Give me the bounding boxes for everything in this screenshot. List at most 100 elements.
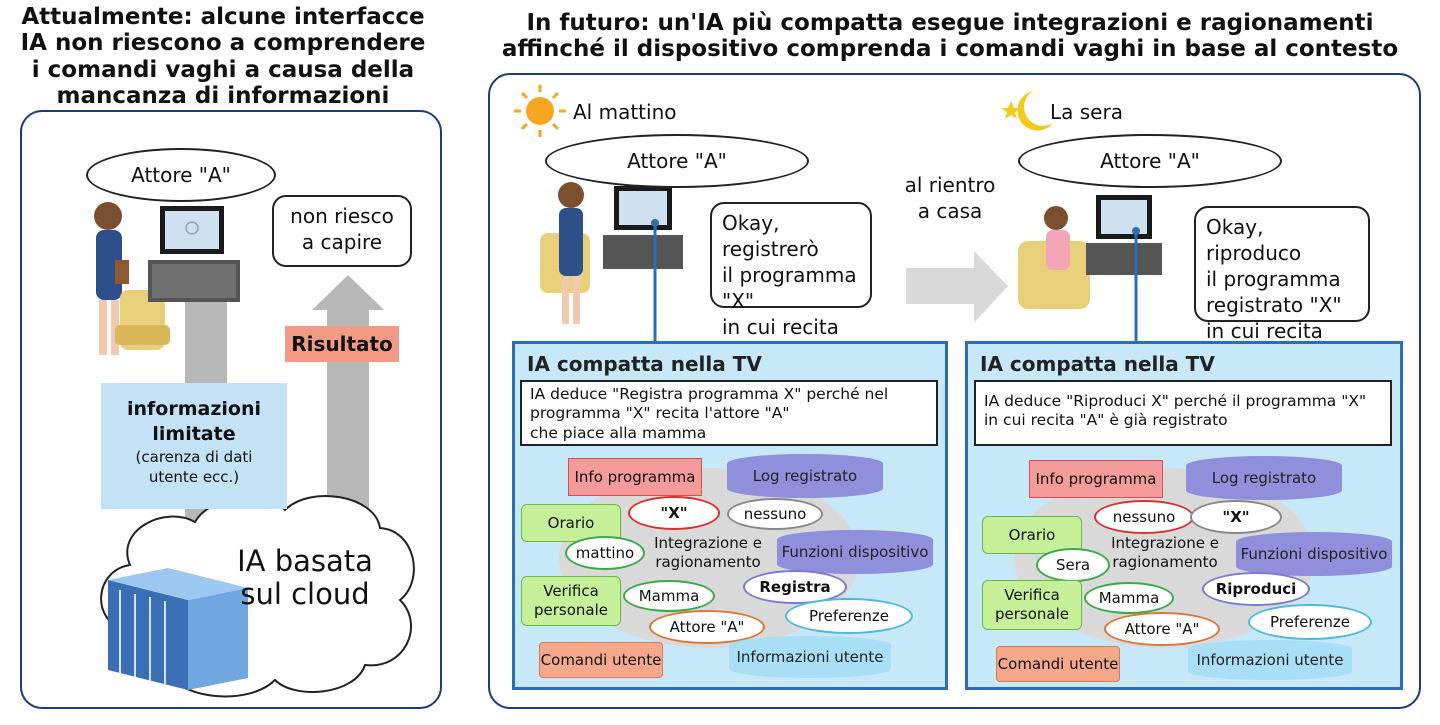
cloud-line: IA basata — [237, 544, 373, 578]
server-icon — [108, 568, 248, 690]
left-title-line: Attualmente: alcune interfacce — [21, 4, 425, 30]
morning-speech-bubble: Attore "A" — [545, 134, 809, 188]
up-arrow-head — [312, 275, 384, 310]
speech-text: Attore "A" — [1100, 149, 1200, 173]
evening-connector-dot — [1132, 227, 1140, 235]
morning-connector-dot — [651, 219, 659, 227]
left-speech-bubble: Attore "A" — [86, 148, 276, 202]
x-value-oval: "X" — [628, 496, 720, 530]
verifica-line: personale — [533, 601, 608, 619]
action-oval: Riproduci — [1202, 572, 1310, 606]
orario-value-oval: Sera — [1036, 548, 1110, 582]
preferenze-oval: Preferenze — [1248, 604, 1372, 640]
morning-tv-icon — [603, 186, 683, 269]
morning-inference: IA deduce "Registra programma X" perché … — [520, 380, 938, 446]
morning-ai-box: IA compatta nella TV IA deduce "Registra… — [512, 341, 948, 690]
evening-ai-box: IA compatta nella TV IA deduce "Riproduc… — [965, 341, 1403, 690]
info-title-line: limitate — [152, 422, 236, 445]
reply-line: a capire — [301, 230, 383, 254]
transition-line: a casa — [917, 199, 983, 223]
info-box: informazioni limitate (carenza di dati u… — [101, 383, 287, 509]
evening-woman-icon — [1018, 206, 1090, 309]
left-title: Attualmente: alcune interfacce IA non ri… — [8, 4, 438, 110]
left-title-line: i comandi vaghi a causa della — [31, 56, 415, 83]
speech-text: Attore "A" — [627, 149, 727, 173]
verifica-box: Verifica personale — [521, 576, 621, 626]
preferenze-oval: Preferenze — [785, 598, 913, 634]
integration-line: ragionamento — [655, 552, 761, 571]
morning-woman-icon — [540, 182, 590, 324]
evening-reply-bubble: Okay, riproduco il programma registrato … — [1194, 206, 1370, 369]
left-reply-bubble: non riesco a capire — [272, 195, 412, 267]
comandi-utente-box: Comandi utente — [996, 646, 1120, 682]
orario-value-oval: mattino — [565, 536, 645, 570]
right-illustrations — [514, 85, 1162, 345]
reply-line: il programma — [1206, 267, 1341, 291]
funzioni-cylinder: Funzioni dispositivo — [1236, 532, 1392, 576]
info-programma-box: Info programma — [1029, 460, 1163, 498]
verifica-line: personale — [994, 605, 1069, 623]
transition-line: al rientro — [904, 173, 996, 197]
cloud-line: sul cloud — [240, 577, 370, 612]
info-programma-box: Info programma — [568, 458, 702, 496]
informazioni-utente-cylinder: Informazioni utente — [729, 636, 891, 678]
evening-inference: IA deduce "Riproduci X" perché il progra… — [974, 380, 1392, 446]
informazioni-utente-cylinder: Informazioni utente — [1188, 640, 1352, 680]
info-title-line: informazioni — [126, 398, 261, 420]
funzioni-cylinder: Funzioni dispositivo — [777, 530, 933, 574]
log-registrato-cylinder: Log registrato — [1186, 456, 1342, 500]
armchair-icon — [115, 290, 170, 350]
log-value-oval: nessuno — [727, 498, 823, 530]
morning-box-title: IA compatta nella TV — [527, 352, 762, 376]
left-title-line: IA non riescono a comprendere — [20, 30, 426, 57]
verifica-value-oval: Mamma — [1084, 582, 1174, 614]
integration-line: ragionamento — [1112, 552, 1218, 571]
integration-line: Integrazione e — [654, 534, 762, 552]
woman-icon — [94, 202, 129, 355]
integration-label: Integrazione e ragionamento — [1100, 534, 1230, 572]
inference-line: programma "X" recita l'attore "A" — [530, 404, 790, 423]
verifica-value-oval: Mamma — [623, 580, 715, 612]
result-text: Risultato — [291, 332, 393, 356]
integration-line: Integrazione e — [1111, 534, 1219, 552]
inference-line: IA deduce "Registra programma X" perché … — [530, 385, 889, 403]
verifica-box: Verifica personale — [982, 580, 1082, 630]
reply-line: non riesco — [290, 204, 394, 228]
tv-icon — [148, 206, 240, 302]
info-value-oval: nessuno — [1094, 500, 1194, 534]
left-title-line: mancanza di informazioni — [56, 83, 390, 110]
speech-text: Attore "A" — [131, 163, 231, 187]
morning-reply-bubble: Okay, registrerò il programma "X" in cui… — [710, 202, 872, 365]
evening-label: La sera — [1050, 100, 1123, 124]
reply-line: registrato "X" — [1206, 293, 1342, 317]
transition-arrow — [906, 251, 1008, 323]
transition-label: al rientro a casa — [895, 172, 1005, 224]
reply-line: Okay, registrerò — [722, 211, 819, 261]
evening-box-title: IA compatta nella TV — [980, 352, 1215, 376]
verifica-line: Verifica — [1004, 586, 1060, 605]
verifica-line: Verifica — [543, 582, 599, 601]
right-title: In futuro: un'IA più compatta esegue int… — [470, 10, 1430, 63]
action-oval: Registra — [743, 570, 847, 604]
inference-line: che piace alla mamma — [530, 423, 707, 442]
sun-icon — [514, 85, 566, 137]
morning-label: Al mattino — [573, 100, 677, 124]
evening-tv-icon — [1086, 195, 1162, 275]
moon-icon — [1001, 91, 1053, 131]
result-label: Risultato — [285, 326, 399, 362]
cloud-label: IA basata sul cloud — [230, 544, 380, 612]
reply-line: Okay, riproduco — [1206, 215, 1302, 265]
log-registrato-cylinder: Log registrato — [727, 454, 883, 498]
integration-label: Integrazione e ragionamento — [643, 534, 773, 572]
log-value-oval: "X" — [1190, 500, 1282, 534]
comandi-value-oval: Attore "A" — [649, 610, 765, 644]
comandi-utente-box: Comandi utente — [539, 642, 663, 678]
comandi-value-oval: Attore "A" — [1104, 612, 1220, 646]
info-sub-line: (carenza di dati — [135, 448, 253, 467]
evening-speech-bubble: Attore "A" — [1018, 134, 1282, 188]
inference-line: in cui recita "A" è già registrato — [984, 411, 1228, 430]
right-title-line: In futuro: un'IA più compatta esegue int… — [526, 10, 1374, 36]
info-sub-line: utente ecc.) — [148, 467, 240, 486]
reply-line: il programma "X" — [722, 263, 857, 313]
right-title-line: affinché il dispositivo comprenda i coma… — [501, 36, 1399, 63]
